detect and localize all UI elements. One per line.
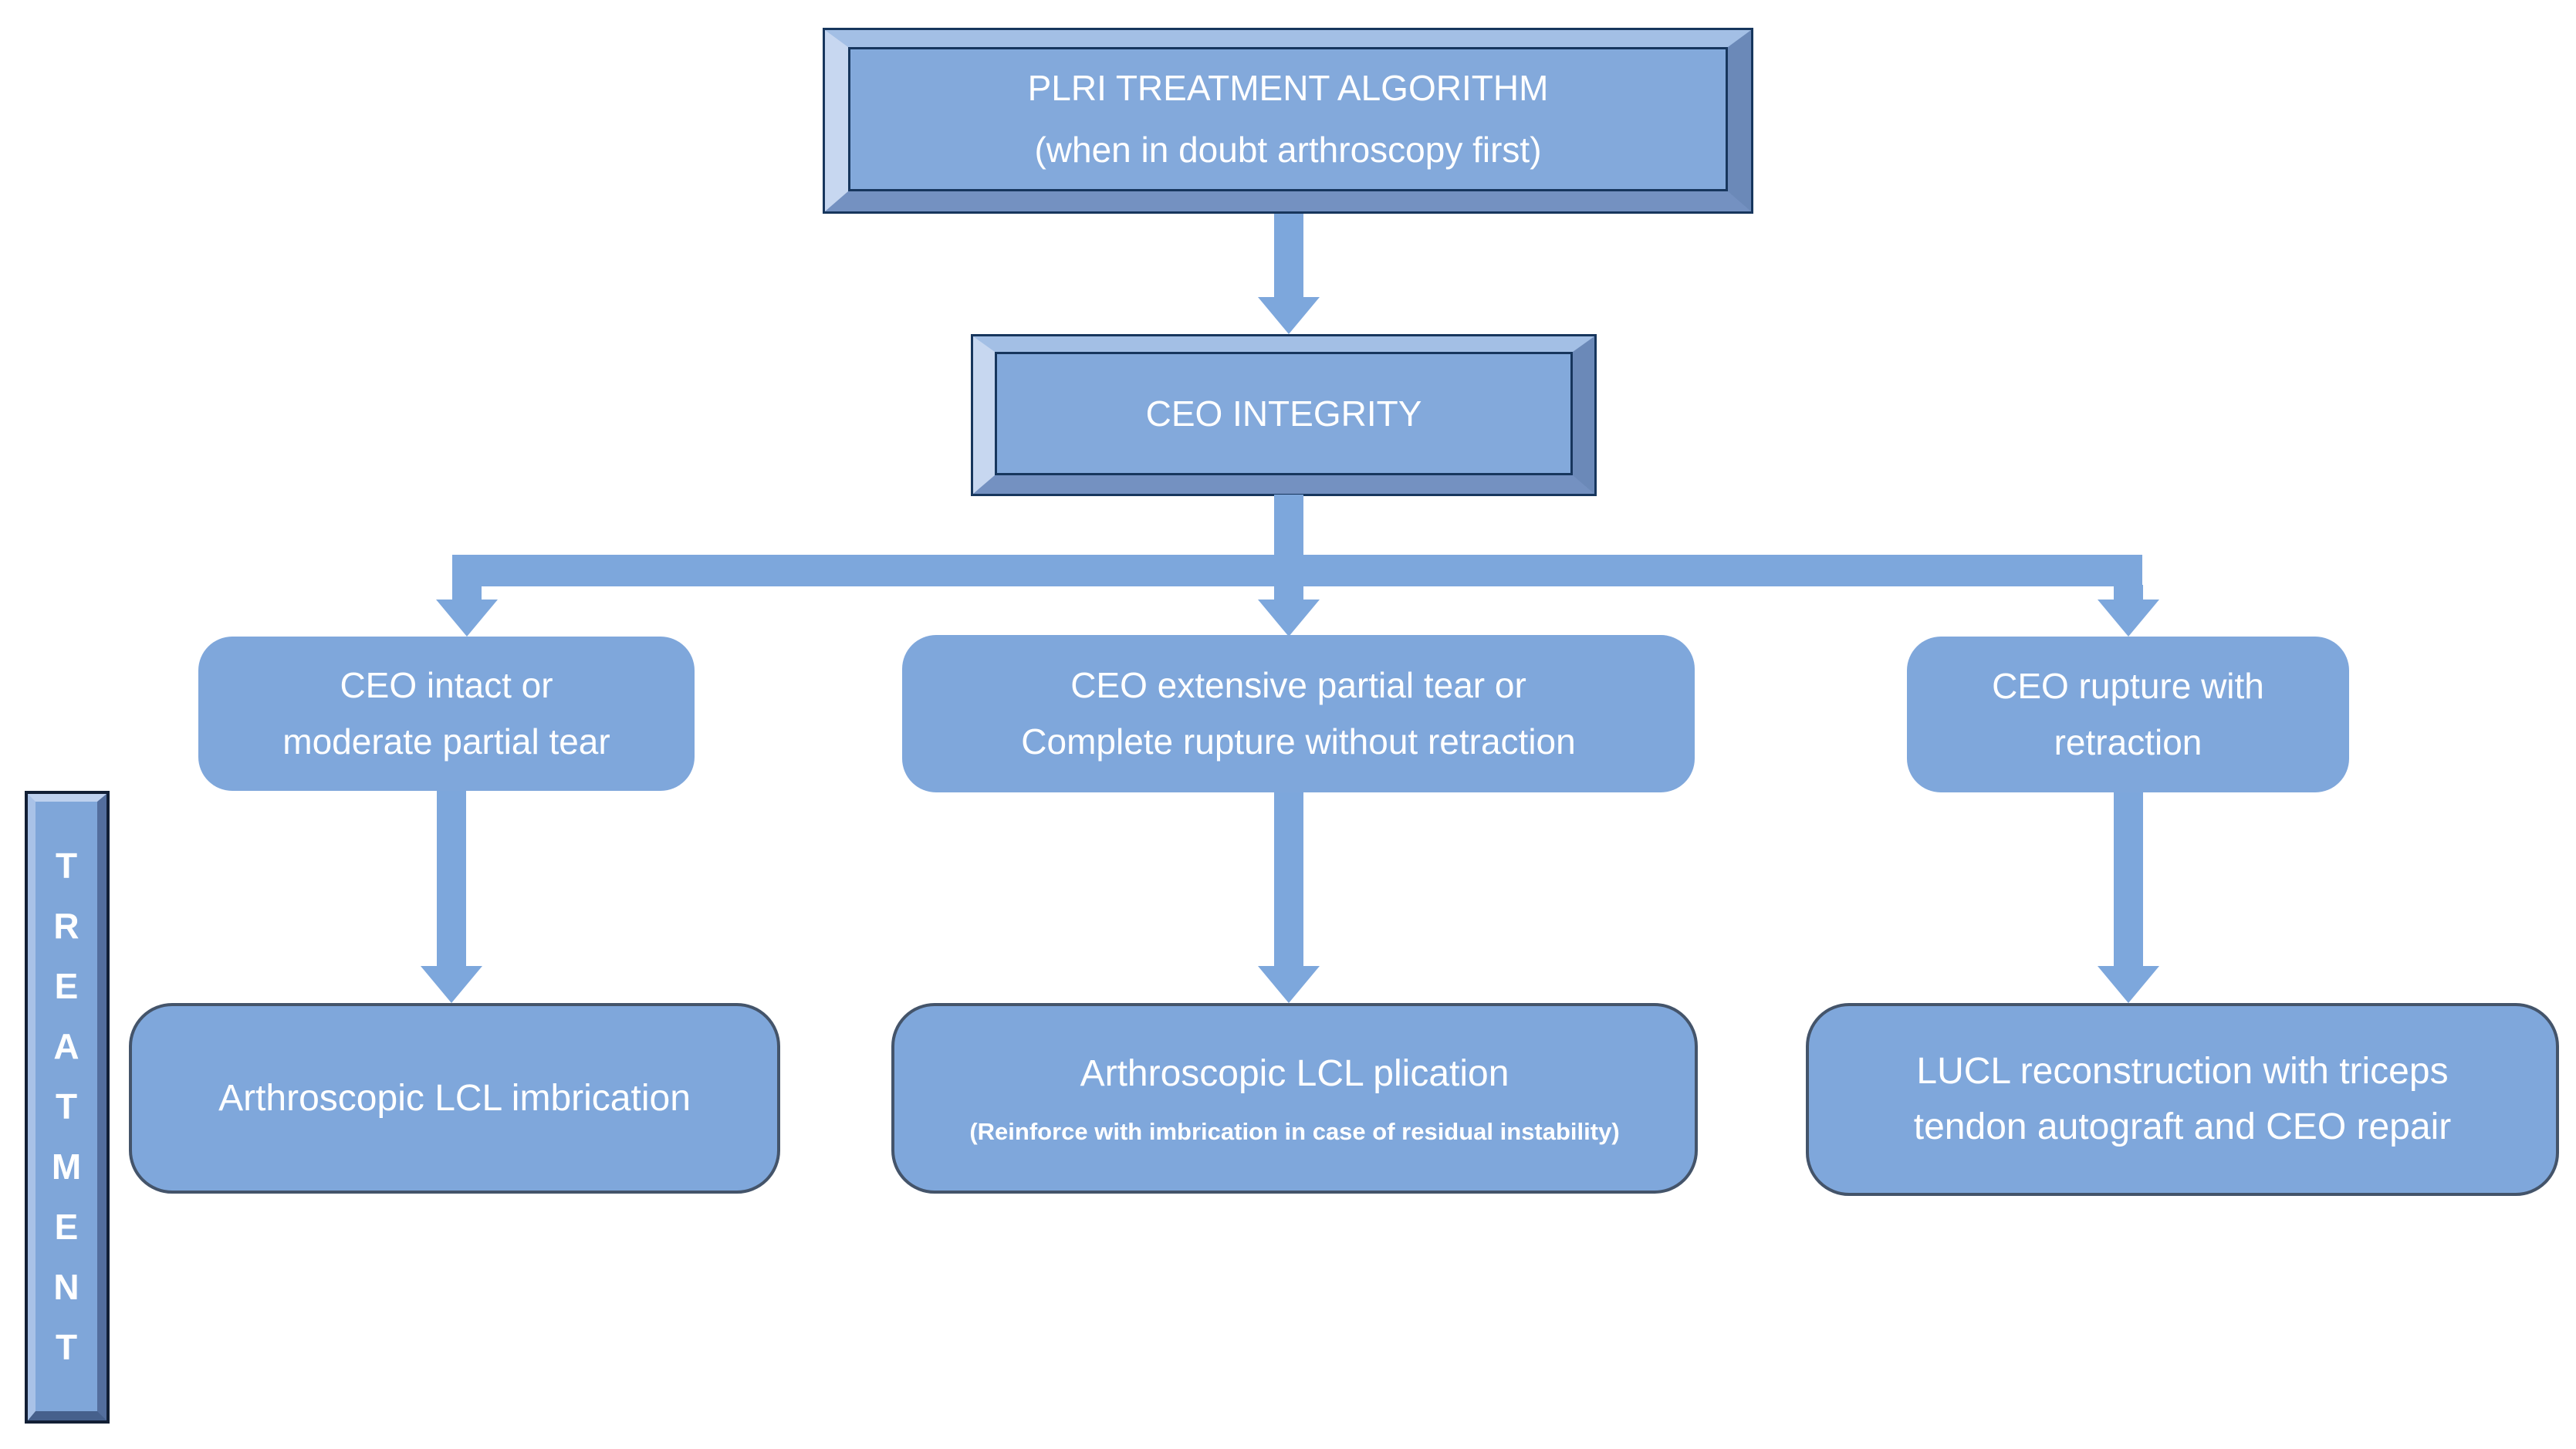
arrow-condition-to-treatment-right-icon — [2098, 792, 2159, 1003]
arrow-title-to-decision-icon — [1258, 214, 1320, 334]
title-line-1: PLRI TREATMENT ALGORITHM — [1027, 68, 1549, 109]
condition-right-label: CEO rupture with retraction — [1992, 666, 2264, 762]
arrow-shaft — [1274, 214, 1303, 297]
treatment-sidebar-letters: T R E A T M E N T — [51, 846, 82, 1367]
treatment-left-label: Arthroscopic LCL imbrication — [218, 1077, 691, 1119]
treatment-right-label: LUCL reconstruction with triceps tendon … — [1913, 1051, 2452, 1147]
arrow-shaft — [1274, 792, 1303, 966]
decision-box-bevel: CEO INTEGRITY — [973, 336, 1594, 494]
treatment-sidebar-bevel: T R E A T M E N T — [28, 794, 106, 1420]
treatment-center-label: Arthroscopic LCL plication — [1080, 1053, 1509, 1095]
arrow-head — [1258, 600, 1320, 637]
title-box-bevel: PLRI TREATMENT ALGORITHM (when in doubt … — [825, 30, 1751, 211]
arrow-head — [2098, 600, 2159, 637]
treatment-box-left: Arthroscopic LCL imbrication — [129, 1003, 780, 1194]
arrow-shaft — [1274, 585, 1303, 600]
arrow-head — [2098, 966, 2159, 1003]
decision-box: CEO INTEGRITY — [971, 334, 1597, 496]
connector-stem — [1274, 495, 1303, 556]
condition-left-label: CEO intact or moderate partial tear — [282, 665, 610, 762]
condition-box-right: CEO rupture with retraction — [1907, 637, 2349, 792]
title-line-2: (when in doubt arthroscopy first) — [1034, 129, 1542, 170]
treatment-box-center: Arthroscopic LCL plication (Reinforce wi… — [891, 1003, 1698, 1194]
arrow-condition-to-treatment-center-icon — [1258, 792, 1320, 1003]
condition-box-left: CEO intact or moderate partial tear — [198, 637, 695, 791]
title-box-face: PLRI TREATMENT ALGORITHM (when in doubt … — [848, 47, 1728, 191]
arrow-head — [436, 600, 498, 637]
branch-arrow-left-icon — [436, 585, 498, 637]
treatment-box-right: LUCL reconstruction with triceps tendon … — [1806, 1003, 2559, 1196]
connector-bar — [452, 555, 2142, 586]
treatment-center-note: (Reinforce with imbrication in case of r… — [969, 1118, 1620, 1146]
arrow-condition-to-treatment-left-icon — [421, 791, 482, 1003]
branch-arrow-right-icon — [2098, 585, 2159, 637]
arrow-head — [1258, 297, 1320, 334]
branch-arrow-center-icon — [1258, 585, 1320, 637]
decision-box-face: CEO INTEGRITY — [995, 352, 1573, 475]
arrow-head — [1258, 966, 1320, 1003]
title-box: PLRI TREATMENT ALGORITHM (when in doubt … — [823, 28, 1753, 214]
arrow-shaft — [437, 791, 466, 966]
treatment-sidebar-face: T R E A T M E N T — [35, 802, 97, 1411]
arrow-shaft — [2114, 792, 2143, 966]
treatment-sidebar: T R E A T M E N T — [25, 791, 110, 1424]
decision-label: CEO INTEGRITY — [1145, 393, 1422, 434]
condition-box-center: CEO extensive partial tear or Complete r… — [902, 635, 1695, 792]
condition-center-label: CEO extensive partial tear or Complete r… — [1021, 665, 1576, 762]
arrow-shaft — [452, 585, 482, 600]
arrow-shaft — [2114, 585, 2143, 600]
arrow-head — [421, 966, 482, 1003]
